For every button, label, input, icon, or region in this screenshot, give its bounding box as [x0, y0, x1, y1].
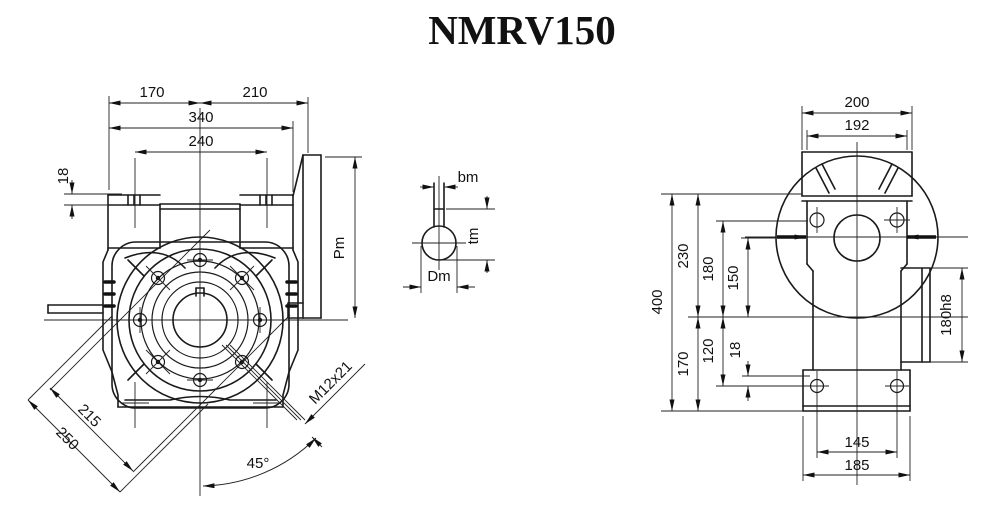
dim-label-bm: bm: [458, 169, 479, 186]
dim-label-180: 180: [700, 256, 717, 281]
dim-label-192: 192: [844, 117, 869, 134]
side-view: 200 192 400 230 170 180 150 120 18 180h8…: [649, 94, 968, 485]
shaft-centerlines: [412, 176, 466, 270]
dim-label-400: 400: [649, 289, 666, 314]
dim-label-45deg: 45°: [247, 455, 270, 472]
dim-label-tm: tm: [465, 228, 482, 245]
side-holes: [809, 207, 910, 458]
dim-label-150: 150: [725, 265, 742, 290]
dim-label-m12x21: M12x21: [306, 358, 356, 408]
drawing-title: NMRV150: [428, 7, 616, 53]
dim-label-170: 170: [139, 84, 164, 101]
dim-label-18-side: 18: [727, 342, 744, 359]
dim-label-210: 210: [242, 84, 267, 101]
shaft-bore: [421, 182, 457, 261]
dim-label-120: 120: [700, 338, 717, 363]
dim-label-230: 230: [675, 243, 692, 268]
side-dimensions: 200 192 400 230 170 180 150 120 18 180h8…: [649, 94, 968, 481]
dim-label-180h8: 180h8: [938, 294, 955, 336]
shaft-dimensions: [403, 184, 495, 293]
front-view: 170 210 340 240 18 Pm 215 250 M12x21 45°: [27, 84, 366, 496]
dim-label-pm: Pm: [331, 237, 348, 260]
dim-label-145: 145: [844, 434, 869, 451]
dim-label-170: 170: [675, 351, 692, 376]
dim-label-200: 200: [844, 94, 869, 111]
flange-bolt-holes: [132, 252, 268, 388]
front-foot-holes: [121, 382, 281, 428]
dim-label-185: 185: [844, 457, 869, 474]
shaft-section-view: bm tm Dm: [403, 169, 495, 293]
front-body: [47, 154, 322, 409]
dim-label-340: 340: [188, 109, 213, 126]
side-body: [775, 151, 939, 412]
dim-label-215: 215: [74, 401, 104, 431]
dim-label-dm: Dm: [427, 268, 450, 285]
dim-label-240: 240: [188, 133, 213, 150]
dim-label-18-front: 18: [55, 168, 72, 185]
